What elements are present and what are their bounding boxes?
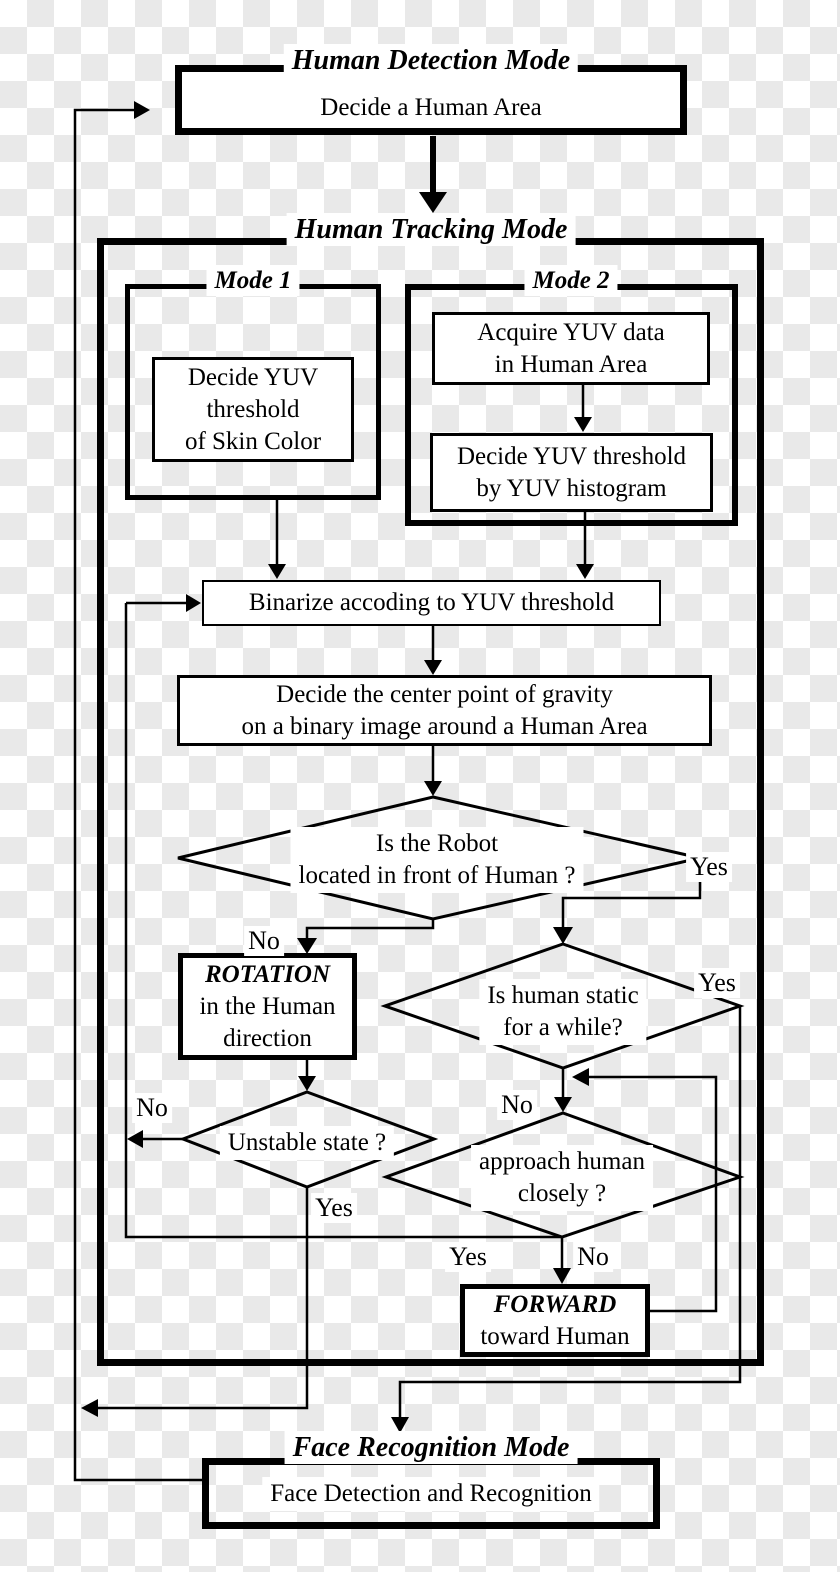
human-detection-body: Decide a Human Area <box>320 94 542 121</box>
forward-box: FORWARD toward Human <box>460 1284 650 1357</box>
label-human-static-no: No <box>497 1090 537 1120</box>
forward-line2: toward Human <box>480 1322 630 1350</box>
wire-unstable-yes <box>96 1187 309 1410</box>
arrowhead-static-in <box>553 927 573 944</box>
label-human-static-yes: Yes <box>694 968 740 998</box>
face-recognition-title: Face Recognition Mode <box>284 1431 578 1464</box>
arrowhead-rotation <box>297 938 317 954</box>
wire-forward-feedback <box>587 1075 718 1313</box>
acquire-yuv-box: Acquire YUV data in Human Area <box>432 312 710 385</box>
human-static-line1: Is human static <box>487 982 639 1009</box>
rotation-line1: ROTATION <box>204 960 331 988</box>
arrowhead-face-in <box>391 1417 409 1433</box>
binarize-box: Binarize accoding to YUV threshold <box>202 580 661 626</box>
label-unstable-yes: Yes <box>311 1193 357 1223</box>
mode2-title: Mode 2 <box>524 265 618 296</box>
approach-line1: approach human <box>479 1148 645 1175</box>
wire-approach-yes-loop <box>124 603 562 1239</box>
wire-robot-front-no <box>305 919 435 940</box>
arrowhead-acquire <box>574 417 592 432</box>
label-approach-no: No <box>573 1242 613 1272</box>
arrowhead-restart-detection <box>134 101 150 119</box>
arrowhead-forward-feedback <box>572 1068 589 1086</box>
label-unstable-no: No <box>132 1093 172 1123</box>
arrowhead-diamond1 <box>424 781 442 796</box>
rotation-box: ROTATION in the Human direction <box>178 953 357 1060</box>
wire-static-yes-to-face <box>398 1006 742 1419</box>
binarize-text: Binarize accoding to YUV threshold <box>248 589 615 616</box>
arrowhead-mode2 <box>576 564 594 579</box>
label-approach-yes: Yes <box>445 1242 491 1272</box>
wire-robot-front-yes <box>561 858 702 929</box>
mode1-title: Mode 1 <box>206 265 300 296</box>
arrowhead-unstable-no <box>127 1130 143 1148</box>
human-tracking-title: Human Tracking Mode <box>286 213 576 246</box>
yuv-histogram-box: Decide YUV threshold by YUV histogram <box>430 433 713 512</box>
arrow-detection-to-tracking <box>419 136 447 213</box>
human-detection-title: Human Detection Mode <box>283 44 579 77</box>
gravity-line1: Decide the center point of gravity <box>276 680 613 708</box>
unstable-text: Unstable state ? <box>219 1126 395 1160</box>
wire-face-back-to-detection <box>73 108 202 1482</box>
acquire-line2: in Human Area <box>494 350 648 378</box>
robot-front-text: Is the Robot located in front of Human ? <box>290 827 584 893</box>
center-gravity-box: Decide the center point of gravity on a … <box>177 675 712 746</box>
gravity-line2: on a binary image around a Human Area <box>241 712 648 740</box>
histogram-line2: by YUV histogram <box>476 474 667 502</box>
arrowhead-unstable-in <box>298 1076 316 1091</box>
arrowhead-binarize-left <box>186 594 201 612</box>
label-robot-front-no: No <box>244 926 284 956</box>
skin-line3: of Skin Color <box>184 427 322 455</box>
skin-line2: threshold <box>206 395 300 423</box>
approach-line2: closely ? <box>517 1180 607 1207</box>
human-static-text: Is human static for a while? <box>479 979 647 1045</box>
human-static-line2: for a while? <box>503 1014 623 1041</box>
rotation-line3: direction <box>223 1024 312 1052</box>
skin-color-box: Decide YUV threshold of Skin Color <box>152 357 354 462</box>
robot-front-line2: located in front of Human ? <box>298 862 576 889</box>
robot-front-line1: Is the Robot <box>375 830 499 857</box>
skin-line1: Decide YUV <box>187 363 319 391</box>
histogram-line1: Decide YUV threshold <box>456 442 687 470</box>
arrowhead-gravity <box>424 660 442 675</box>
arrowhead-static-no <box>554 1097 572 1112</box>
arrowhead-mode1 <box>268 564 286 579</box>
approach-text: approach human closely ? <box>471 1145 653 1211</box>
acquire-line1: Acquire YUV data <box>477 318 665 346</box>
face-recognition-body: Face Detection and Recognition <box>262 1477 600 1511</box>
label-robot-front-yes: Yes <box>686 852 732 882</box>
rotation-line2: in the Human <box>199 992 336 1020</box>
arrowhead-unstable-yes <box>81 1399 98 1417</box>
arrowhead-forward-in <box>553 1268 571 1284</box>
forward-line1: FORWARD <box>493 1290 617 1318</box>
